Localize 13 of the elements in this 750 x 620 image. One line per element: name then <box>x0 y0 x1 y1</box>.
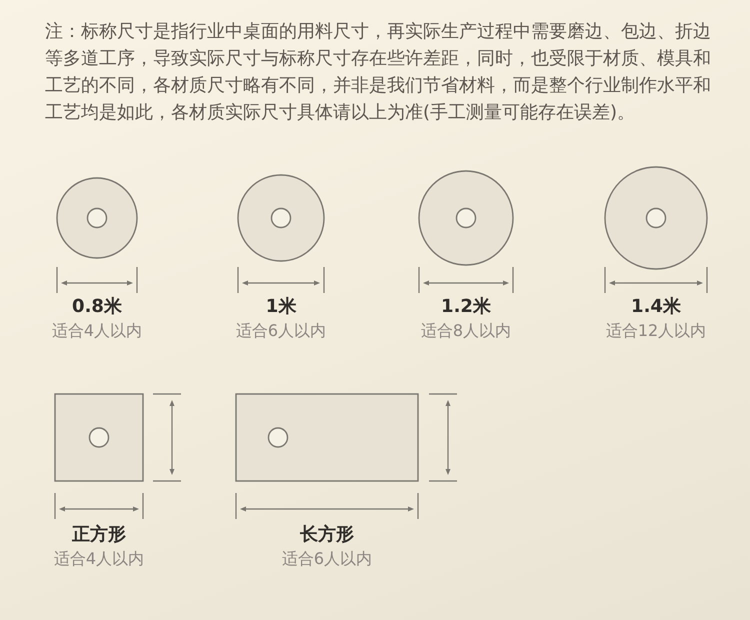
capacity-text: 适合6人以内 <box>282 549 372 569</box>
size-label: 长方形 <box>300 524 354 546</box>
size-label: 正方形 <box>72 524 126 546</box>
note-text: 注：标称尺寸是指行业中桌面的用料尺寸，再实际生产过程中需要磨边、包边、折边等多道工序，导致实际尺寸与标称尺寸存在些许差距，同时，也受限于材质、模具和工艺的不同，各材质尺寸略有不同，并非是我们节省材料，而是整个行业制作水平和工艺均是如此，各材质实际尺寸具体请以上为准(手工测量可能存在误差)。 <box>45 20 712 125</box>
size-label: 1.2米 <box>441 296 491 318</box>
size-label: 1.4米 <box>631 296 681 318</box>
size-label: 1米 <box>266 296 296 318</box>
capacity-text: 适合4人以内 <box>52 321 142 341</box>
capacity-text: 适合4人以内 <box>54 549 144 569</box>
capacity-text: 适合12人以内 <box>606 321 706 341</box>
capacity-text: 适合6人以内 <box>236 321 326 341</box>
capacity-text: 适合8人以内 <box>420 321 512 341</box>
size-label: 0.8米 <box>72 296 122 318</box>
